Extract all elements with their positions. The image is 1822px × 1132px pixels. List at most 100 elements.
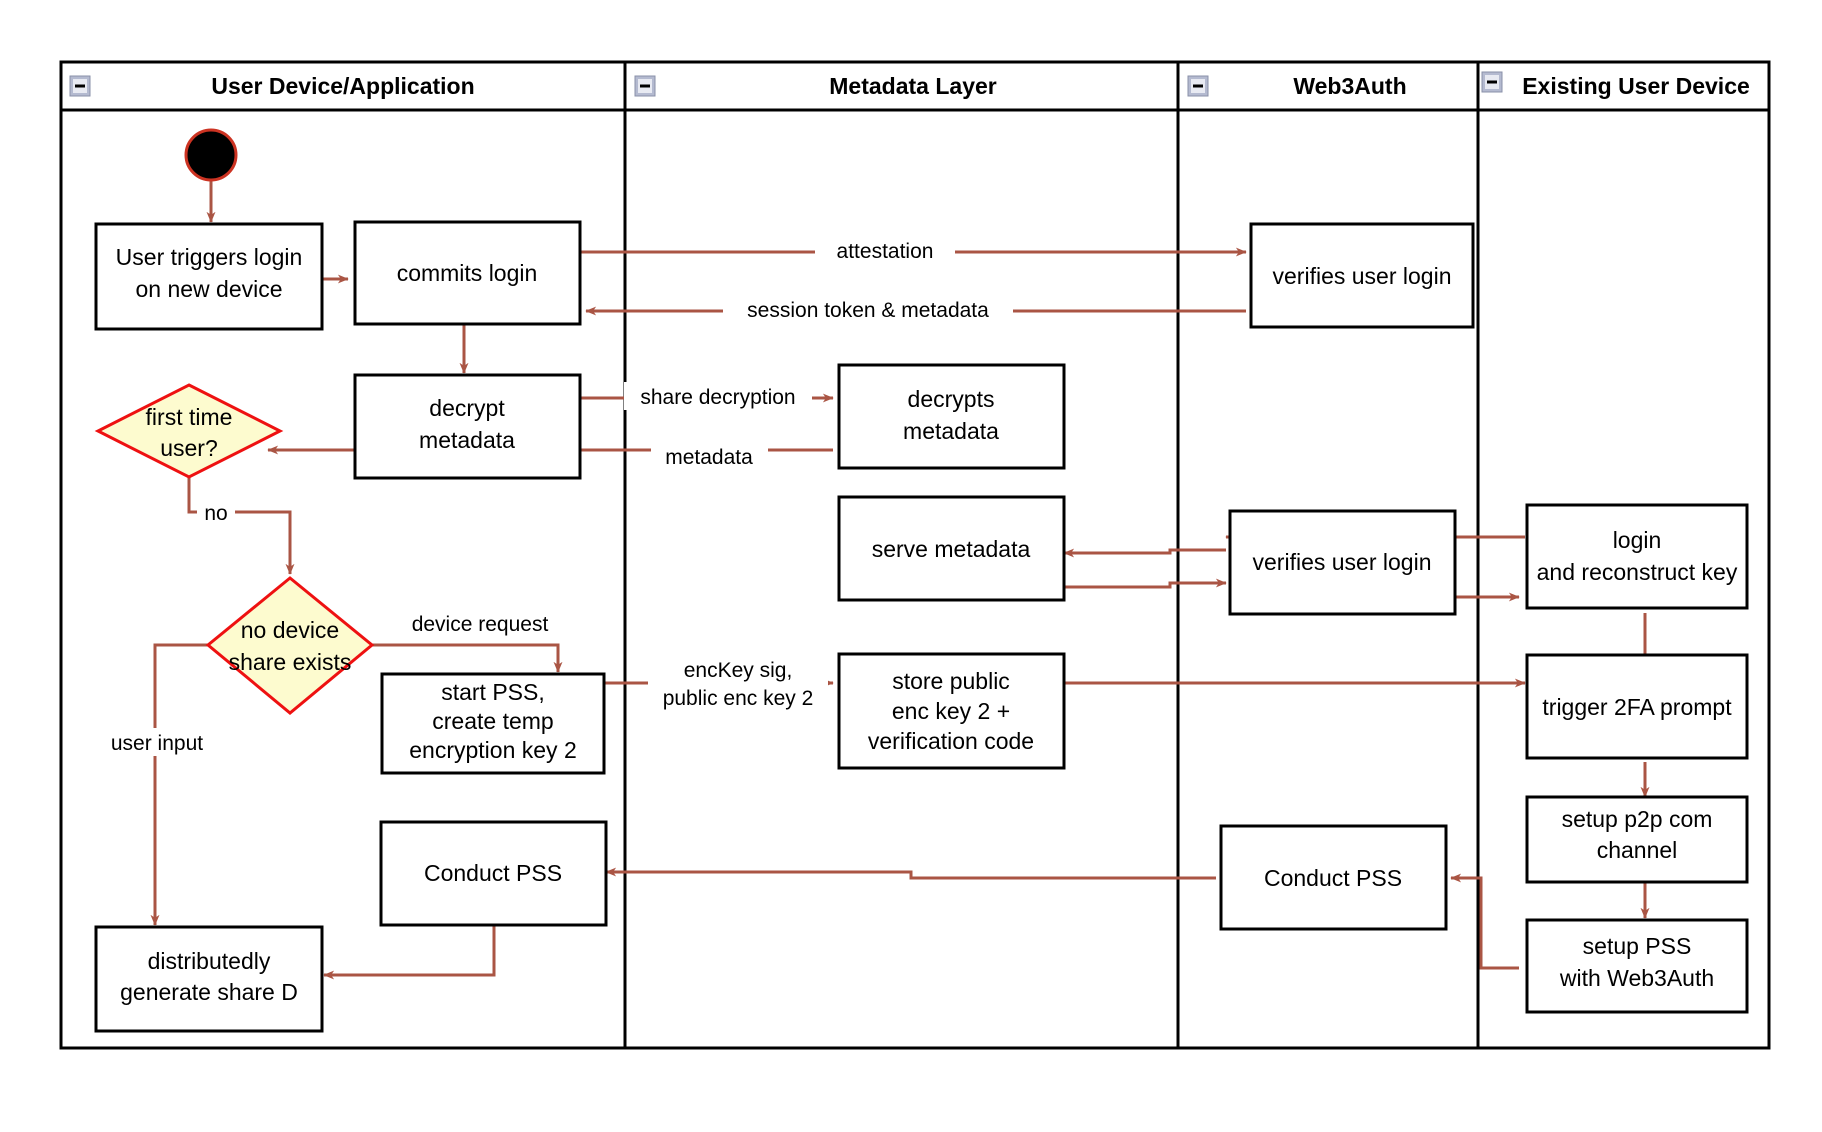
node-verifies-user-login-bottom[interactable]: verifies user login [1228, 509, 1457, 616]
edge-user-input [150, 643, 210, 926]
node-user-triggers-login-line1: User triggers login [116, 244, 303, 270]
node-login-reconstruct-line2: and reconstruct key [1537, 559, 1738, 585]
label-bg-metadata [651, 442, 768, 470]
edge-device-request [370, 643, 563, 673]
node-generate-share-d-box [94, 925, 324, 1033]
initial-node-circle [184, 128, 238, 182]
node-serve-metadata-box [837, 495, 1066, 602]
label-bg-no [197, 498, 235, 526]
label-bg-share-decryption [624, 382, 812, 410]
node-setup-pss-with-web3auth[interactable]: setup PSS with Web3Auth [1525, 918, 1749, 1014]
node-commits-login[interactable]: commits login [353, 220, 582, 326]
node-decrypts-metadata-box [837, 363, 1066, 470]
node-commits-login-box [353, 220, 582, 326]
minus-icon[interactable] [1481, 71, 1503, 93]
node-verifies-user-login-top[interactable]: verifies user login [1249, 222, 1475, 329]
edge-label-metadata: metadata [665, 446, 753, 469]
node-commits-login-label: commits login [397, 260, 538, 286]
edge-label-attestation: attestation [837, 240, 934, 263]
node-verifies-user-login-bottom-label: verifies user login [1253, 549, 1432, 575]
decision-diamond-first-time-user [94, 383, 284, 479]
node-no-device-share-line2: share exists [229, 649, 352, 675]
node-serve-metadata[interactable]: serve metadata [837, 495, 1066, 602]
node-verifies-user-login-top-box [1249, 222, 1475, 329]
node-generate-share-d-line1: distributedly [148, 948, 271, 974]
node-conduct-pss-web3auth[interactable]: Conduct PSS [1219, 824, 1448, 931]
node-login-reconstruct-line1: login [1613, 527, 1662, 553]
node-start-pss-line2: create temp [432, 708, 553, 734]
node-user-triggers-login-box [94, 222, 324, 331]
label-bg-enckey [648, 655, 828, 711]
node-login-and-reconstruct-key[interactable]: login and reconstruct key [1525, 503, 1749, 610]
node-trigger-2fa-box [1525, 653, 1749, 760]
minus-icon[interactable] [69, 75, 91, 97]
node-first-time-user-line1: first time [146, 404, 233, 430]
node-trigger-2fa-prompt[interactable]: trigger 2FA prompt [1525, 653, 1749, 760]
edge-label-share-decryption: share decryption [640, 386, 795, 409]
label-bg-device-request [395, 609, 565, 637]
node-verifies-user-login-bottom-box [1228, 509, 1457, 616]
node-start-pss-line3: encryption key 2 [409, 737, 576, 763]
lane-header-label-user-device: User Device/Application [211, 73, 474, 99]
node-decrypt-metadata-line2: metadata [419, 427, 515, 453]
minus-icon[interactable] [1187, 75, 1209, 97]
label-bg-user-input [95, 728, 220, 756]
node-no-device-share-decision[interactable]: no device share exists [205, 576, 375, 715]
edge-label-device-request: device request [412, 613, 549, 636]
edge-serve-metadata-to-verifies [1058, 578, 1227, 589]
edge-label-public-enc-key-2: public enc key 2 [663, 687, 814, 710]
edge-labels: attestation session token & metadata sha… [95, 236, 1013, 756]
decision-diamond-no-device-share [205, 576, 375, 715]
lane-header-metadata-layer[interactable]: Metadata Layer [634, 73, 997, 99]
node-conduct-pss-web3auth-label: Conduct PSS [1264, 865, 1402, 891]
node-setup-pss-line1: setup PSS [1583, 933, 1692, 959]
edge-no-branch [187, 471, 295, 575]
edge-label-enckey-sig: encKey sig, [684, 659, 793, 682]
node-conduct-pss-user-box [379, 820, 608, 927]
node-user-triggers-login-line2: on new device [135, 276, 282, 302]
node-store-public-line2: enc key 2 + [892, 698, 1010, 724]
node-conduct-pss-user[interactable]: Conduct PSS [379, 820, 608, 927]
lane-header-label-web3auth: Web3Auth [1293, 73, 1406, 99]
node-start-pss-create-temp-key[interactable]: start PSS, create temp encryption key 2 [380, 672, 606, 775]
node-user-triggers-login[interactable]: User triggers login on new device [94, 222, 324, 331]
node-start-pss-line1: start PSS, [441, 679, 545, 705]
node-setup-pss-line2: with Web3Auth [1559, 965, 1714, 991]
node-store-public-line1: store public [892, 668, 1010, 694]
node-initial-start[interactable] [184, 128, 238, 182]
lane-header-user-device[interactable]: User Device/Application [69, 73, 475, 99]
edge-conduct-pss-web3auth-to-user [605, 867, 1216, 880]
node-decrypt-metadata-box [353, 373, 582, 480]
node-first-time-user-line2: user? [160, 435, 218, 461]
node-first-time-user-decision[interactable]: first time user? [94, 383, 284, 479]
node-setup-p2p-com-channel[interactable]: setup p2p com channel [1525, 795, 1749, 884]
node-conduct-pss-user-label: Conduct PSS [424, 860, 562, 886]
node-store-public-enc-key-2[interactable]: store public enc key 2 + verification co… [837, 652, 1066, 770]
lane-header-label-existing-user-device: Existing User Device [1522, 73, 1750, 99]
node-serve-metadata-label: serve metadata [872, 536, 1031, 562]
edge-verifies-to-serve-metadata [1063, 548, 1226, 558]
node-start-pss-box [380, 672, 606, 775]
lane-header-web3auth[interactable]: Web3Auth [1187, 73, 1407, 99]
node-generate-share-d-line2: generate share D [120, 979, 298, 1005]
node-store-public-line3: verification code [868, 728, 1034, 754]
edge-setup-pss-to-conduct-pss-web3auth [1450, 873, 1519, 970]
node-decrypts-metadata-line1: decrypts [908, 386, 995, 412]
node-decrypt-metadata-line1: decrypt [429, 395, 505, 421]
edge-label-user-input: user input [111, 732, 203, 755]
node-decrypts-metadata-line2: metadata [903, 418, 999, 444]
label-bg-session-token [723, 295, 1013, 323]
node-distributedly-generate-share-d[interactable]: distributedly generate share D [94, 925, 324, 1033]
node-decrypts-metadata[interactable]: decrypts metadata [837, 363, 1066, 470]
node-setup-pss-box [1525, 918, 1749, 1014]
node-no-device-share-line1: no device [241, 617, 339, 643]
minus-icon[interactable] [634, 75, 656, 97]
edge-label-no: no [204, 502, 227, 525]
node-conduct-pss-web3auth-box [1219, 824, 1448, 931]
lane-header-label-metadata-layer: Metadata Layer [829, 73, 997, 99]
node-decrypt-metadata[interactable]: decrypt metadata [353, 373, 582, 480]
lane-header-existing-user-device[interactable]: Existing User Device [1481, 71, 1750, 99]
node-setup-p2p-line1: setup p2p com [1562, 806, 1713, 832]
